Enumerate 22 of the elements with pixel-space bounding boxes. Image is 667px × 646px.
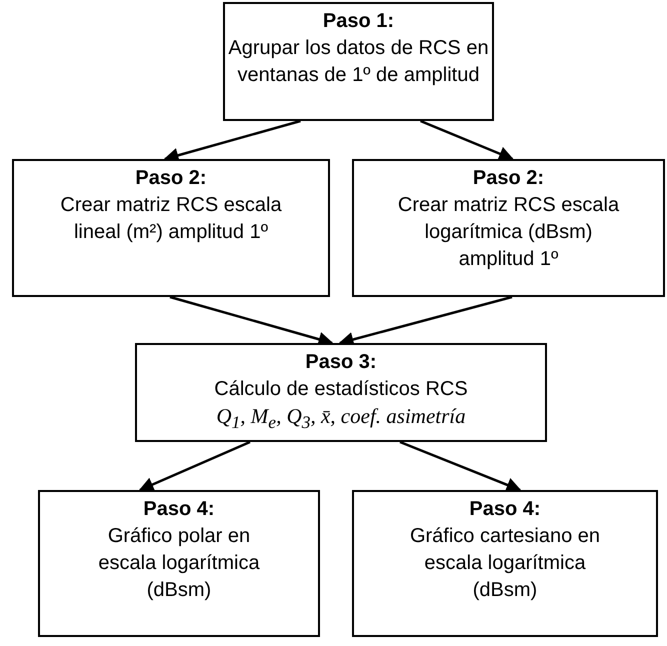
step-description: Crear matriz RCS escala logarítmica (dBsm) amplitud 1º bbox=[396, 193, 620, 272]
step-heading: Paso 4: bbox=[143, 497, 215, 522]
arrow bbox=[138, 440, 250, 492]
step-heading: Paso 3: bbox=[305, 350, 377, 375]
step-description: Agrupar los datos de RCS en ventanas de 1º de amplitud bbox=[228, 36, 490, 88]
step-heading: Paso 4: bbox=[469, 497, 541, 522]
process-box bbox=[352, 490, 658, 637]
step-description: Crear matriz RCS escala lineal (m²) amplitud 1º bbox=[59, 193, 283, 245]
process-box bbox=[223, 2, 494, 121]
process-box bbox=[12, 159, 330, 297]
arrow bbox=[420, 120, 514, 161]
step-heading: Paso 1: bbox=[322, 9, 394, 34]
step-description: Gráfico polar en escala logarítmica (dBsm) bbox=[97, 524, 261, 603]
formula-text: Q$_{1}$, M$_{e}$, Q$_{3}$, x̄, coef. asimetría bbox=[216, 403, 466, 434]
step-description: Cálculo de estadísticos RCS bbox=[214, 377, 468, 402]
step-heading: Paso 2: bbox=[135, 166, 207, 191]
process-box bbox=[135, 343, 547, 442]
step-description: Gráfico cartesiano en escala logarítmica (dBsm) bbox=[408, 524, 602, 603]
step-heading: Paso 2: bbox=[472, 166, 544, 191]
arrow bbox=[400, 440, 522, 492]
process-box bbox=[352, 159, 665, 297]
process-box bbox=[38, 490, 320, 637]
